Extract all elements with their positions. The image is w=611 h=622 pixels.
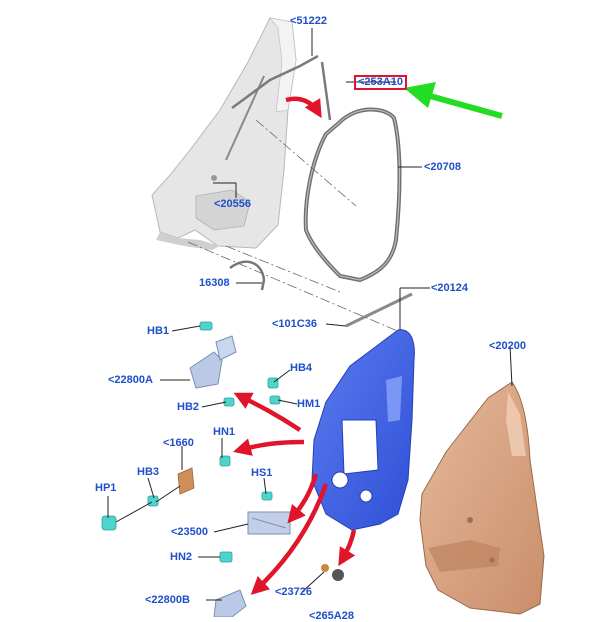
label-hm1: HM1 bbox=[297, 398, 321, 410]
seal-strip-253a10 bbox=[320, 61, 332, 121]
door-check bbox=[247, 511, 291, 535]
roof-weatherstrip bbox=[231, 54, 319, 110]
label-20708: <20708 bbox=[424, 161, 462, 173]
label-20556: <20556 bbox=[214, 198, 252, 210]
body-pillar-panel bbox=[151, 17, 297, 250]
label-23500: <23500 bbox=[171, 526, 209, 538]
label-20200: <20200 bbox=[489, 340, 527, 352]
door-inner-frame bbox=[311, 329, 415, 531]
label-hb2: HB2 bbox=[177, 401, 200, 413]
label-hb4: HB4 bbox=[290, 362, 313, 374]
door-lock bbox=[177, 467, 195, 495]
grommet bbox=[321, 564, 329, 572]
label-22800b: <22800B bbox=[145, 594, 190, 606]
label-253a10-highlighted: <253A10 bbox=[354, 75, 407, 90]
label-hn1: HN1 bbox=[213, 426, 236, 438]
label-101c36: <101C36 bbox=[272, 318, 317, 330]
label-1660: <1660 bbox=[163, 437, 194, 449]
label-23726: <23726 bbox=[275, 586, 313, 598]
fasteners bbox=[101, 321, 281, 563]
outer-door-panel bbox=[419, 381, 545, 615]
upper-hinge bbox=[189, 335, 237, 389]
label-hn2: HN2 bbox=[170, 551, 193, 563]
hose-16308 bbox=[229, 260, 266, 291]
label-20124: <20124 bbox=[431, 282, 469, 294]
label-hb1: HB1 bbox=[147, 325, 170, 337]
plug bbox=[332, 569, 344, 581]
label-22800a: <22800A bbox=[108, 374, 153, 386]
label-hb3: HB3 bbox=[137, 466, 160, 478]
lower-hinge bbox=[213, 589, 247, 617]
red-callout-arrows bbox=[233, 96, 357, 595]
label-16308: 16308 bbox=[199, 277, 230, 289]
label-hp1: HP1 bbox=[95, 482, 117, 494]
label-51222: <51222 bbox=[290, 15, 328, 27]
leader-lines bbox=[107, 28, 513, 601]
alignment-lines bbox=[187, 119, 415, 339]
belt-trim bbox=[345, 292, 413, 328]
label-hs1: HS1 bbox=[251, 467, 273, 479]
label-265a28: <265A28 bbox=[309, 610, 354, 622]
green-pointer-arrow bbox=[404, 82, 503, 119]
door-weatherstrip bbox=[303, 107, 402, 283]
